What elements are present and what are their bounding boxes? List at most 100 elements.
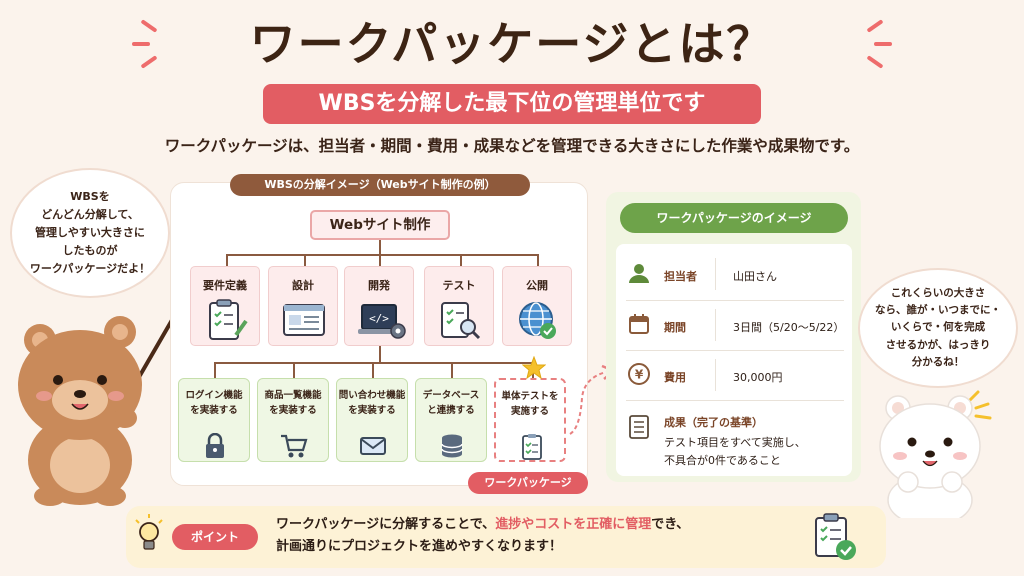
mail-icon — [360, 437, 386, 455]
lightbulb-icon — [135, 514, 163, 550]
calendar-icon — [629, 314, 649, 334]
bubble-line: どんどん分解して、 — [41, 207, 139, 221]
connector-line — [214, 362, 534, 364]
laptop-code-icon: </> — [358, 304, 406, 339]
bubble-line: したものが — [62, 244, 118, 258]
connector-line — [293, 362, 295, 378]
bubble-line: これくらいの大きさ — [890, 286, 986, 299]
star-icon — [522, 356, 546, 380]
task-line: 商品一覧機能 — [264, 390, 322, 401]
bubble-line: 分かるね！ — [911, 355, 965, 368]
speech-bubble-right: これくらいの大きさ なら、誰が・いつまでに・ いくらで・何を完成 させるかが、は… — [858, 268, 1018, 388]
wireframe-icon — [283, 304, 325, 336]
deliverable-line: 不具合が0件であること — [664, 454, 781, 467]
connector-line — [460, 254, 462, 266]
task-line: ログイン機能 — [185, 390, 243, 401]
clipboard-check-icon — [815, 513, 856, 560]
svg-text:¥: ¥ — [635, 368, 644, 382]
task-line: 実施する — [510, 405, 549, 417]
bubble-line: させるかが、はっきり — [885, 338, 991, 351]
wbs-task-database: データベースと連携する — [415, 378, 487, 462]
wbs-node-development: 開発 </> — [344, 266, 414, 346]
work-package-tag: ワークパッケージ — [468, 472, 588, 494]
description-text: ワークパッケージは、担当者・期間・費用・成果などを管理できる大きさにした作業や成… — [164, 137, 860, 155]
assignee-label: 担当者 — [664, 270, 697, 283]
task-line: を実装する — [190, 404, 238, 416]
brown-bear-illustration — [18, 316, 170, 506]
wbs-node-release: 公開 — [502, 266, 572, 346]
wbs-task-login: ログイン機能を実装する — [178, 378, 250, 462]
task-line: 問い合わせ機能 — [338, 390, 406, 401]
row-divider — [626, 350, 844, 351]
connector-line — [379, 254, 381, 266]
row-divider — [626, 400, 844, 401]
clipboard-pen-icon — [209, 299, 248, 340]
connector-line — [379, 240, 381, 254]
subtitle-banner: WBSを分解した最下位の管理単位です — [263, 84, 761, 124]
bubble-line: なら、誰が・いつまでに・ — [875, 304, 1001, 317]
globe-check-icon — [519, 302, 556, 339]
row-divider — [626, 300, 844, 301]
yen-coin-icon: ¥ — [628, 363, 650, 385]
connector-line — [379, 346, 381, 364]
svg-text:</>: </> — [369, 312, 389, 325]
node-label: 開発 — [368, 279, 390, 292]
assignee-value: 山田さん — [733, 270, 777, 283]
deliverable-line: テスト項目をすべて実施し、 — [664, 436, 806, 449]
wbs-node-test: テスト — [424, 266, 494, 346]
point-text: ワークパッケージに分解することで、進捗やコストを正確に管理でき、 計画通りにプロ… — [276, 514, 816, 558]
row-divider — [715, 359, 716, 391]
period-label: 期間 — [664, 321, 686, 334]
clipboard-check-icon — [522, 434, 542, 460]
point-text-segment: ワークパッケージに分解することで、 — [276, 517, 496, 532]
node-label: 公開 — [526, 279, 548, 292]
wbs-task-product-list: 商品一覧機能を実装する — [257, 378, 329, 462]
node-label: 要件定義 — [203, 279, 247, 292]
node-label: 設計 — [292, 279, 314, 292]
database-icon — [441, 434, 463, 458]
lock-icon — [206, 433, 224, 458]
work-package-header: ワークパッケージのイメージ — [620, 203, 848, 233]
node-label: テスト — [442, 279, 476, 292]
connector-line — [226, 254, 538, 256]
point-text-segment: でき、 — [651, 517, 690, 532]
task-line: を実装する — [269, 404, 317, 416]
white-bear-illustration — [879, 390, 992, 518]
wbs-task-unit-test: 単体テストを実施する — [494, 378, 566, 462]
bubble-line: WBSを — [70, 189, 110, 203]
bubble-line: 管理しやすい大きさに — [35, 225, 145, 239]
point-text-segment: 計画通りにプロジェクトを進めやすくなります！ — [276, 539, 563, 555]
period-value: 3日間（5/20〜5/22） — [733, 321, 845, 334]
speech-bubble-left: WBSを どんどん分解して、 管理しやすい大きさに したものが ワークパッケージ… — [10, 168, 170, 298]
wbs-root-node: Webサイト制作 — [310, 210, 450, 240]
cost-label: 費用 — [664, 371, 686, 384]
person-icon — [629, 264, 649, 283]
task-line: を実装する — [348, 404, 396, 416]
page-title: ワークパッケージとは？ — [249, 17, 775, 71]
sparkle-icon — [132, 42, 150, 46]
connector-line — [214, 362, 216, 378]
point-label: ポイント — [172, 524, 258, 550]
bubble-line: ワークパッケージだよ！ — [29, 262, 151, 276]
task-line: と連携する — [427, 404, 475, 416]
document-list-icon — [629, 415, 649, 439]
connector-line — [537, 254, 539, 266]
row-divider — [715, 258, 716, 290]
cost-value: 30,000円 — [733, 371, 783, 384]
point-highlight: 進捗やコストを正確に管理 — [495, 517, 652, 532]
wbs-caption: WBSの分解イメージ（Webサイト制作の例） — [230, 174, 530, 196]
sparkle-icon — [874, 42, 892, 46]
deliverable-label: 成果（完了の基準） — [664, 416, 763, 429]
task-line: 単体テストを — [501, 391, 559, 402]
wbs-node-requirements: 要件定義 — [190, 266, 260, 346]
connector-line — [451, 362, 453, 378]
row-divider — [715, 309, 716, 341]
bubble-line: いくらで・何を完成 — [890, 321, 986, 334]
wbs-node-design: 設計 — [268, 266, 338, 346]
connector-line — [372, 362, 374, 378]
cart-icon — [281, 434, 308, 458]
task-line: データベース — [422, 390, 480, 401]
checklist-search-icon — [441, 302, 481, 340]
work-package-card — [616, 244, 852, 476]
connector-line — [304, 254, 306, 266]
